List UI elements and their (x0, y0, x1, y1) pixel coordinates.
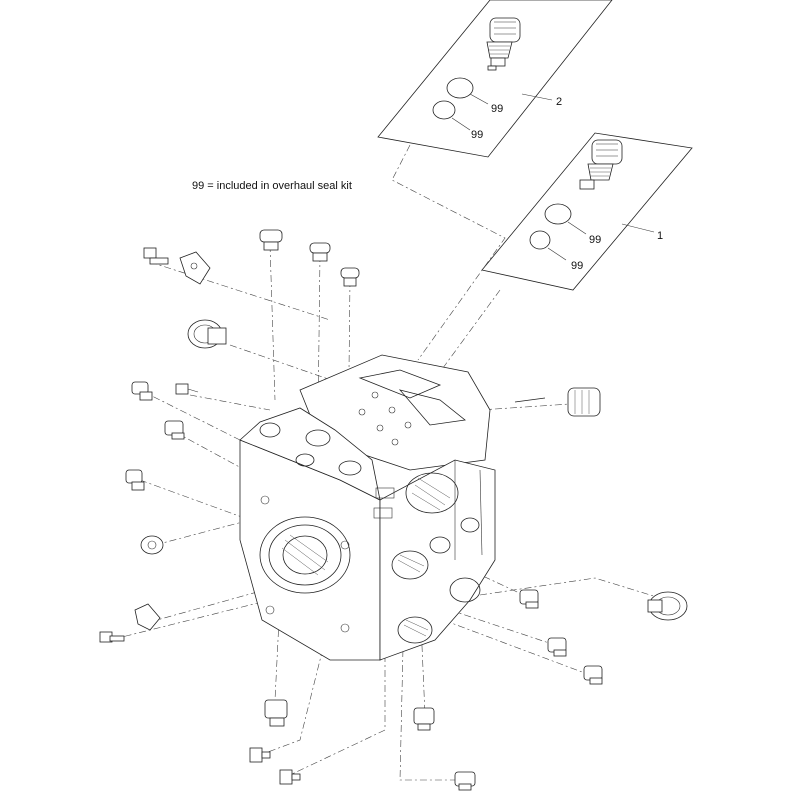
seal-callout-b: 99 (471, 129, 483, 141)
kit-2-group (377, 0, 613, 158)
kit-1-panel (481, 132, 693, 291)
seal-kit-note: 99 = included in overhaul seal kit (192, 180, 352, 192)
fittings (99, 229, 688, 791)
kit-1-relief-valve (579, 139, 623, 190)
kit-2-oring-b (432, 100, 456, 120)
bolt-left-bottom (99, 631, 125, 643)
plug-top-3 (340, 267, 360, 287)
kit-1-oring-b (529, 230, 551, 250)
plug-left-2 (164, 420, 185, 440)
large-plug-left (187, 319, 227, 349)
kit-2-relief-valve (486, 17, 521, 71)
clip-left (134, 603, 161, 631)
kit-2-panel (377, 0, 613, 158)
pump-housing (239, 354, 496, 661)
plug-bottom-2 (413, 707, 435, 731)
assembly-centerlines (109, 144, 661, 781)
kit-1-group (481, 132, 693, 291)
kit-1-callout: 1 (657, 230, 663, 242)
seal-callout-a: 99 (491, 103, 503, 115)
bearing-right (567, 387, 601, 417)
housing-side-bore (405, 472, 459, 514)
kit-1-oring-a (544, 203, 572, 225)
kit-2-callout: 2 (556, 96, 562, 108)
bolt-bottom-2 (279, 769, 301, 785)
bracket-top-left (179, 251, 211, 285)
plug-right-2 (547, 637, 567, 657)
plug-left-3 (125, 469, 145, 491)
bolt-bottom-1 (249, 747, 271, 763)
housing-main-bore (259, 516, 351, 594)
plug-top-1 (259, 229, 283, 251)
kit-2-oring-a (446, 77, 474, 99)
seal-callout-c: 99 (589, 234, 601, 246)
plug-left-1 (131, 381, 153, 401)
large-plug-right (647, 591, 688, 621)
seal-callout-d: 99 (571, 260, 583, 272)
plug-right-1 (519, 589, 539, 609)
bolt-top-left (143, 247, 169, 265)
plug-bottom-3 (454, 771, 476, 791)
plug-bottom-1 (264, 699, 288, 727)
plug-right-3 (583, 665, 603, 685)
plug-top-2 (309, 242, 331, 262)
pin-right (514, 397, 546, 403)
bolt-left-1 (175, 383, 199, 395)
nut-left (140, 535, 164, 555)
